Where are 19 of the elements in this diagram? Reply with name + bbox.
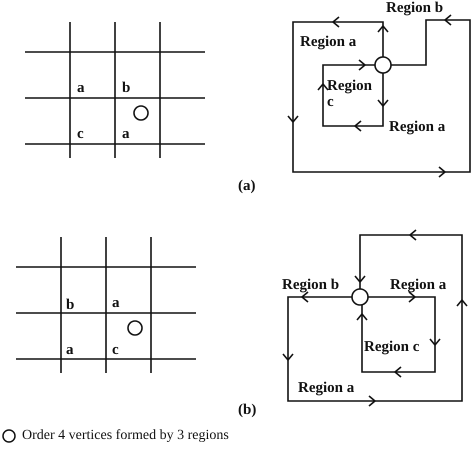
figure-label: (a) xyxy=(238,178,256,194)
region-label: Region a xyxy=(390,277,446,293)
cell-label: a xyxy=(77,80,84,96)
region-label: Region a xyxy=(389,119,446,135)
region-label: Region c xyxy=(327,78,371,110)
cell-label: a xyxy=(122,126,130,142)
legend-text: Order 4 vertices formed by 3 regions xyxy=(22,428,229,444)
region-label: Region a xyxy=(298,380,354,396)
region-label: Region b xyxy=(282,277,340,293)
cell-label: c xyxy=(112,342,119,358)
cell-label: a xyxy=(66,342,74,358)
region-label: Region c xyxy=(364,339,420,355)
region-label: Region a xyxy=(300,34,356,50)
cell-label: b xyxy=(66,297,74,313)
cell-label: a xyxy=(112,295,120,311)
region-label: Region b xyxy=(386,0,444,16)
cell-label: c xyxy=(77,126,84,142)
cell-label: b xyxy=(122,80,130,96)
figure-label: (b) xyxy=(238,402,256,418)
